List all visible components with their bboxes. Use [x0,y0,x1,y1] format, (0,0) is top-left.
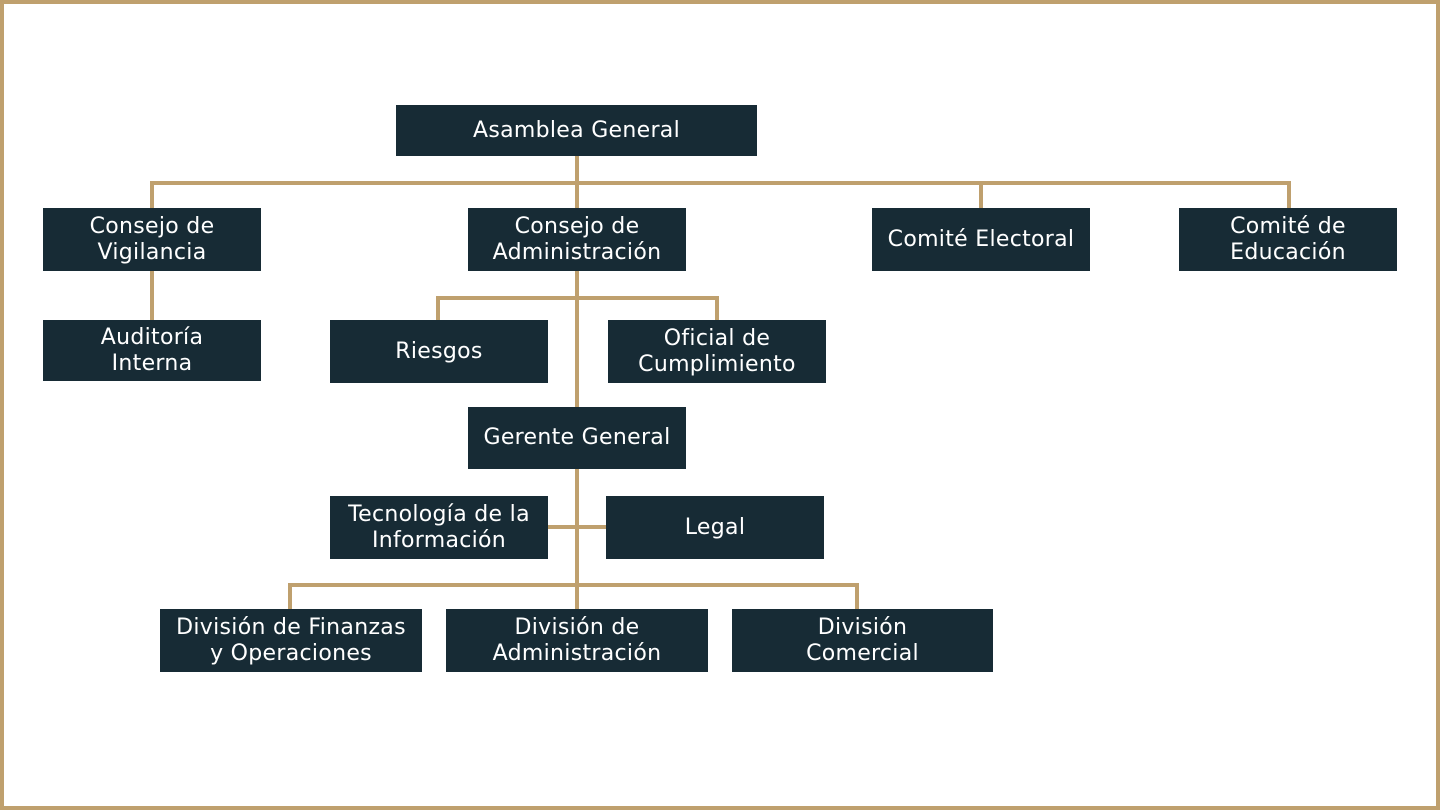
node-label-line1: Tecnología de la [348,501,530,527]
node-label-line2: Cumplimiento [638,351,796,377]
node-label: Riesgos [395,338,483,364]
node-division-comercial: División Comercial [732,609,993,672]
node-label-line1: División de Finanzas [176,614,406,640]
node-label-line2: y Operaciones [210,640,372,666]
node-oficial-cumplimiento: Oficial de Cumplimiento [608,320,826,383]
node-legal: Legal [606,496,824,559]
node-division-finanzas: División de Finanzas y Operaciones [160,609,422,672]
node-label-line2: Información [371,527,507,553]
node-gerente-general: Gerente General [468,407,686,469]
node-asamblea-general: Asamblea General [396,105,757,156]
node-division-administracion: División de Administración [446,609,708,672]
node-label-line2: Vigilancia [97,239,207,265]
node-label-line1: Auditoría [100,324,204,350]
node-label: Asamblea General [472,117,680,143]
node-riesgos: Riesgos [330,320,548,383]
node-label: Gerente General [483,425,671,450]
node-label-line1: Comité de [1230,213,1346,239]
node-auditoria-interna: Auditoría Interna [43,320,261,381]
node-label-line2: Comercial [806,640,919,666]
node-label-line1: División [817,614,908,640]
node-label-line2: Interna [111,350,193,376]
node-label-line1: Consejo de [514,213,640,239]
node-label: Legal [684,514,746,540]
node-tecnologia-informacion: Tecnología de la Información [330,496,548,559]
node-comite-educacion: Comité de Educación [1179,208,1397,271]
node-label-line1: División de [514,614,640,640]
node-consejo-administracion: Consejo de Administración [468,208,686,271]
node-label-line2: Educación [1230,239,1346,265]
node-label-line2: Administración [492,640,662,666]
node-label-line1: Consejo de [89,213,215,239]
node-label-line1: Oficial de [663,325,771,351]
node-label-line2: Administración [492,239,662,265]
node-consejo-vigilancia: Consejo de Vigilancia [43,208,261,271]
node-comite-electoral: Comité Electoral [872,208,1090,271]
node-label: Comité Electoral [887,226,1075,252]
